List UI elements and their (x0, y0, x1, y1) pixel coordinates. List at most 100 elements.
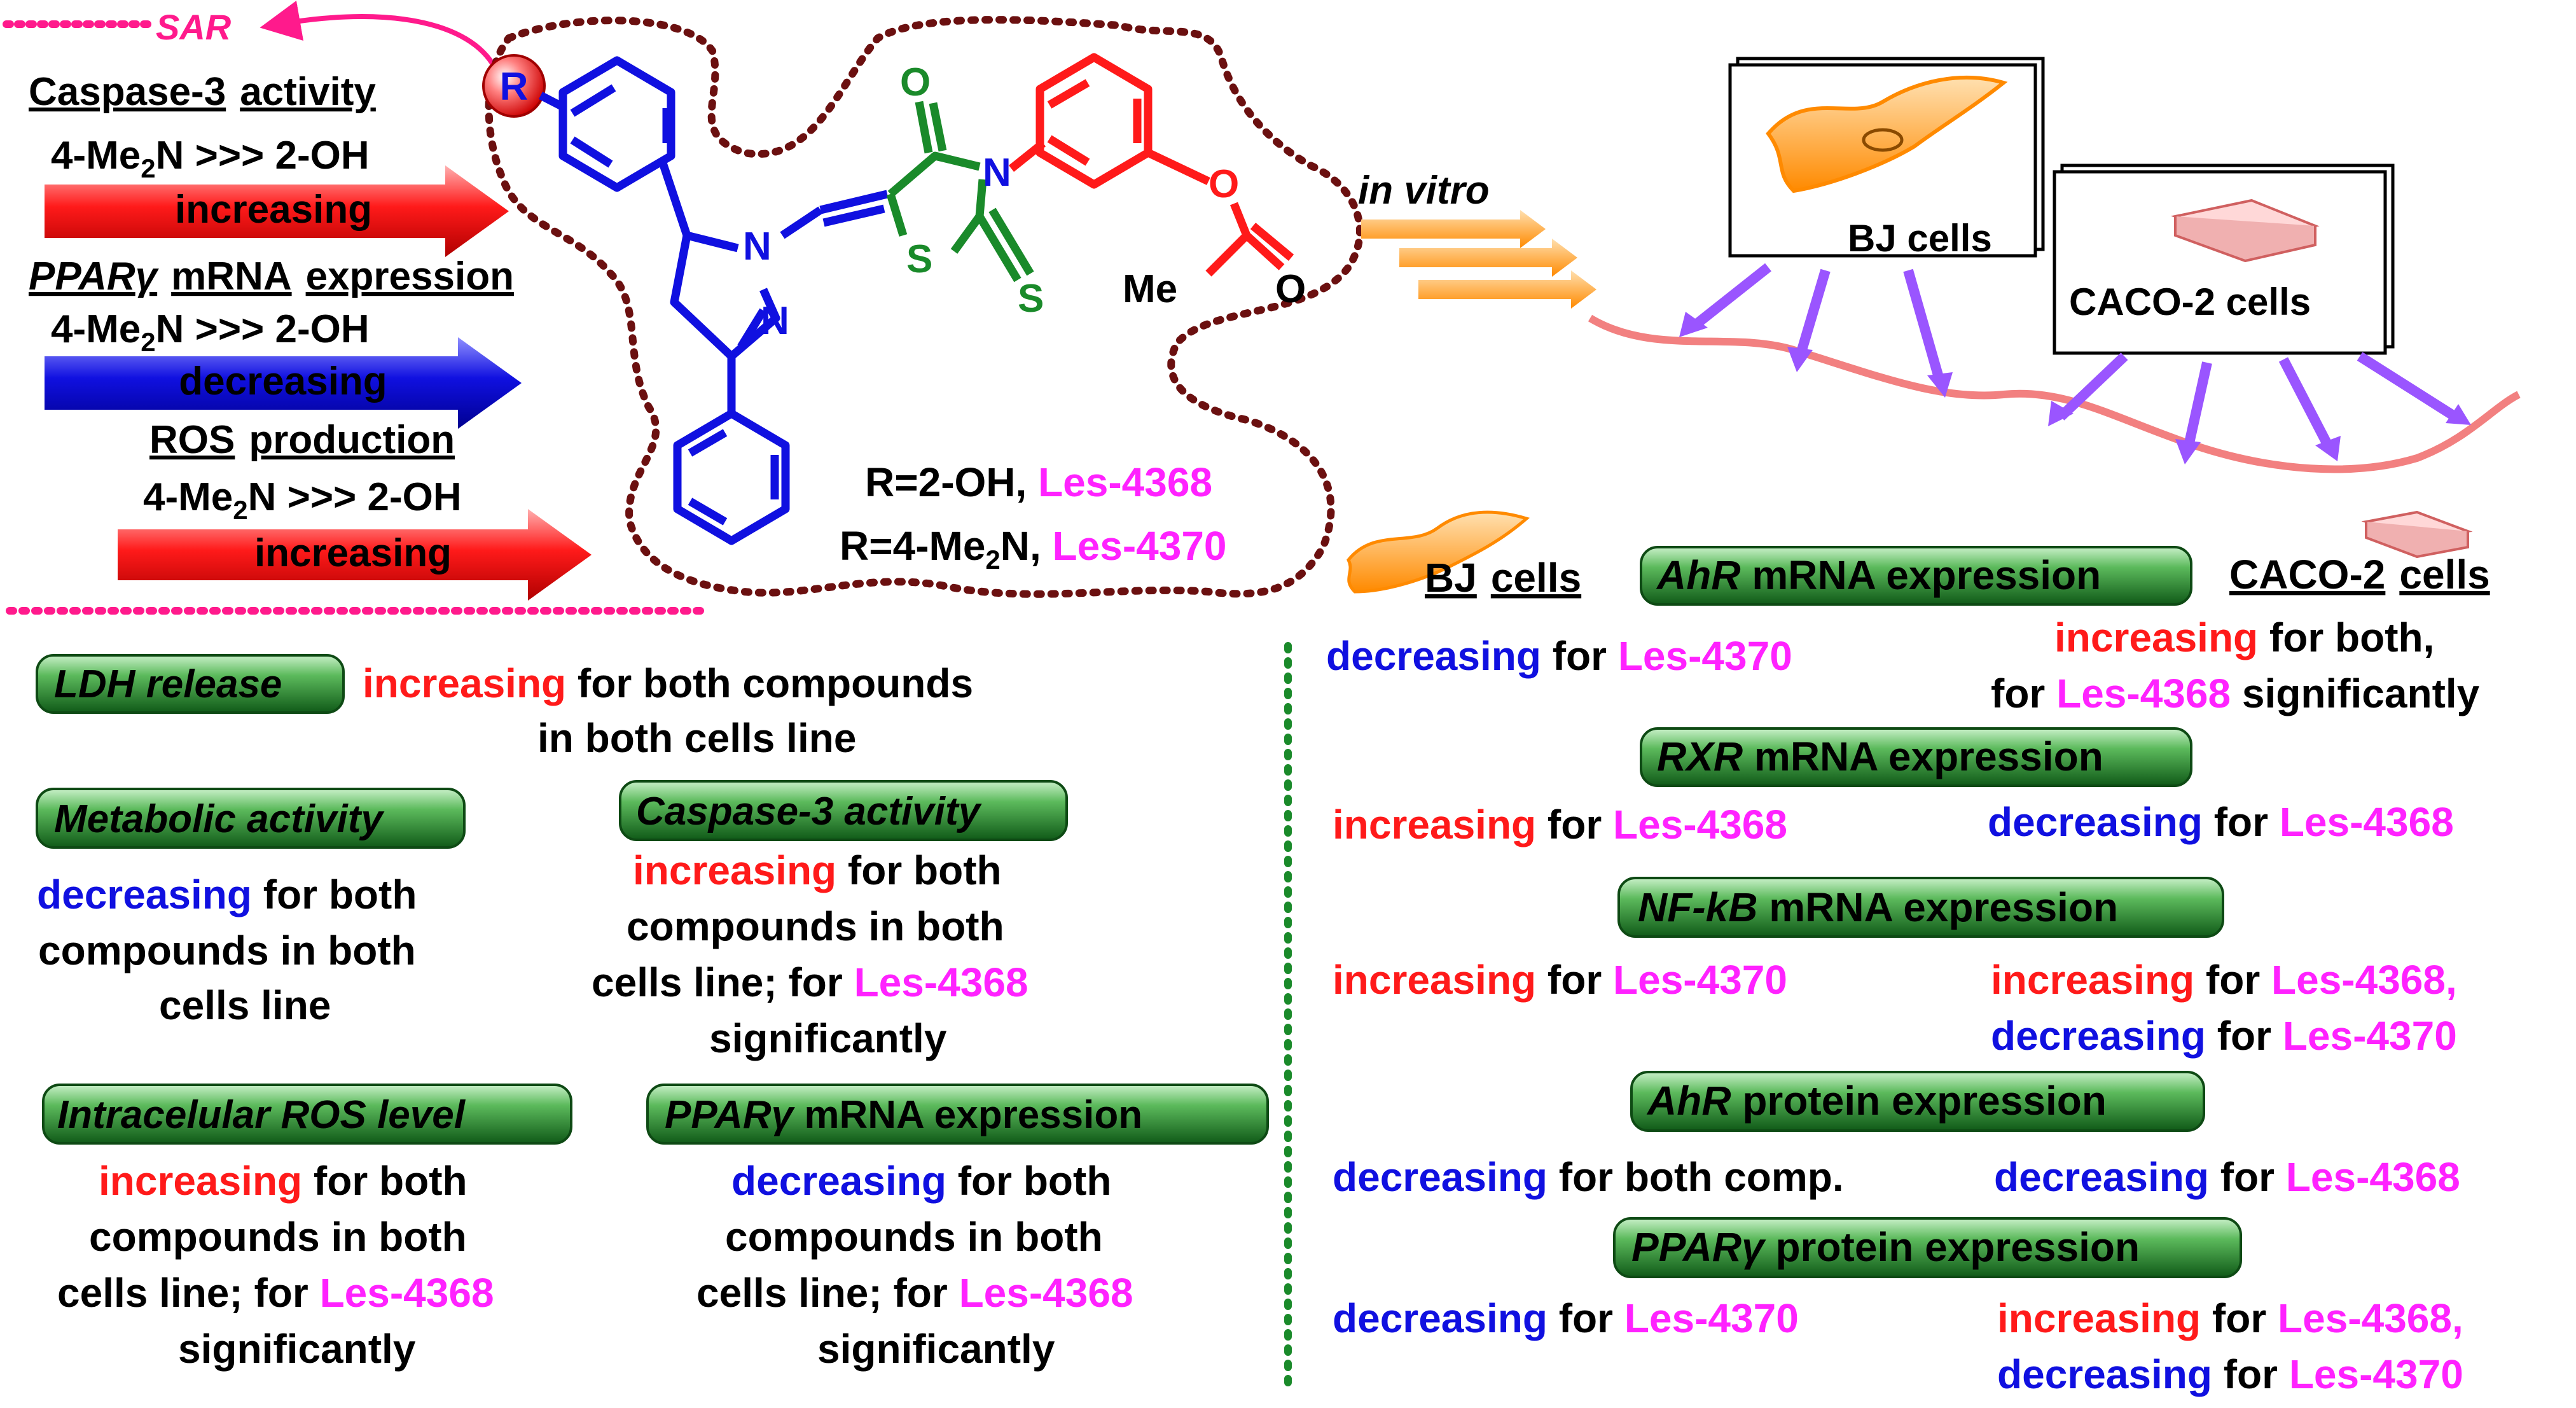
caspase-line4: significantly (709, 1015, 947, 1061)
ros-label: Intracelular ROS level (57, 1093, 466, 1137)
metabolic-line2: compounds in both (38, 928, 416, 973)
pyrazoline-n1: N (743, 225, 772, 268)
acetyl-methyl: Me (1123, 267, 1177, 311)
ros-badge (42, 1084, 572, 1145)
rxr-mrna-label: RXR mRNA expression (1657, 734, 2103, 779)
in-vitro-label: in vitro (1358, 169, 1490, 213)
ldh-line2: in both cells line (537, 715, 856, 761)
metabolic-line3: cells line (159, 982, 331, 1028)
caspase-badge (619, 780, 1068, 841)
sar-curved-arrow (260, 0, 499, 71)
caco2-cells-label: CACO-2 cells (2069, 281, 2311, 323)
aryl-acetate-ring (1008, 53, 1294, 277)
ahr-protein-badge (1630, 1071, 2205, 1132)
ros-line2: compounds in both (89, 1214, 467, 1260)
ppar-protein-caco-1: increasing for Les-4368, (1997, 1295, 2463, 1341)
caspase-label: Caspase-3 activity (636, 790, 983, 833)
metabolic-badge (36, 788, 466, 849)
ldh-badge (36, 654, 345, 714)
ester-oxygen: O (1208, 162, 1239, 206)
left-results-panel: LDH release increasing for both compound… (36, 654, 1269, 1372)
nfkb-mrna-label: NF-kB mRNA expression (1638, 884, 2118, 930)
rhodanine-nitrogen: N (983, 151, 1011, 195)
r-label: R (500, 65, 529, 109)
ppar-protein-bj: decreasing for Les-4370 (1333, 1295, 1799, 1341)
ahr-mrna-bj: decreasing for Les-4370 (1326, 633, 1792, 679)
ros-line1: increasing for both (99, 1158, 467, 1204)
lower-phenyl-ring (673, 409, 790, 545)
ppar-protein-label: PPARγ protein expression (1631, 1224, 2140, 1270)
ldh-label: LDH release (54, 662, 282, 706)
ppar-protein-badge (1613, 1217, 2242, 1278)
ppar-protein-caco-2: decreasing for Les-4370 (1997, 1351, 2463, 1397)
sar-order-3: 4-Me2N >>> 2-OH (143, 475, 462, 525)
methylidene-bridge (780, 190, 889, 239)
rxr-mrna-caco: decreasing for Les-4368 (1988, 799, 2454, 845)
variant-les-4368: R=2-OH, Les-4368 (865, 459, 1212, 505)
ppar-label: PPARγ mRNA expression (665, 1093, 1142, 1137)
rxr-mrna-badge (1640, 727, 2192, 787)
carbonyl-oxygen: O (1275, 267, 1306, 311)
ahr-mrna-caco-1: increasing for both, (2054, 615, 2434, 660)
chemical-structure: R N N (482, 16, 1364, 598)
rhodanine-oxygen: O (900, 60, 931, 104)
sar-title: SAR (156, 7, 232, 47)
caspase-line2: compounds in both (627, 903, 1004, 949)
metabolic-line1: decreasing for both (37, 872, 417, 917)
rxr-mrna-bj: increasing for Les-4368 (1333, 802, 1787, 847)
nfkb-mrna-caco-2: decreasing for Les-4370 (1991, 1013, 2457, 1059)
bj-cells-box: BJ cells (1728, 57, 2045, 260)
sar-order-2: 4-Me2N >>> 2-OH (51, 307, 370, 357)
sar-trend-1: increasing (175, 188, 372, 232)
bj-cells-label: BJ cells (1848, 217, 1992, 260)
sar-arrow-blue (45, 337, 522, 429)
fibroblast-cell-icon (1766, 75, 2008, 193)
ahr-protein-label: AhR protein expression (1646, 1078, 2107, 1124)
purple-arrow-heads (1679, 312, 2471, 464)
rhodanine-thione-sulfur: S (1018, 277, 1044, 321)
orange-arrows (1361, 210, 1596, 309)
nfkb-mrna-badge (1617, 877, 2224, 938)
sar-trend-3: increasing (254, 531, 452, 575)
ppar-line2: compounds in both (725, 1214, 1103, 1260)
ppar-line1: decreasing for both (731, 1158, 1111, 1204)
caspase-line3: cells line; for Les-4368 (592, 959, 1028, 1005)
nfkb-mrna-caco-1: increasing for Les-4368, (1991, 957, 2457, 1003)
sar-arrow-red-1 (45, 165, 509, 257)
ahr-mrna-caco-2: for Les-4368 significantly (1991, 671, 2480, 716)
caspase-line1: increasing for both (633, 847, 1002, 893)
caco2-cells-box: CACO-2 cells (2053, 164, 2395, 355)
ahr-mrna-label: AhR mRNA expression (1656, 552, 2101, 598)
in-vitro-section: in vitro BJ cells CACO-2 cells (1358, 57, 2521, 473)
pyrazoline-ring (670, 231, 780, 414)
metabolic-label: Metabolic activity (54, 797, 385, 841)
bj-small-icon (1347, 510, 1530, 594)
scaffold-outline (485, 16, 1364, 598)
ahr-protein-caco: decreasing for Les-4368 (1994, 1154, 2460, 1200)
rhodanine-ring (886, 101, 1034, 282)
sar-order-1: 4-Me2N >>> 2-OH (51, 134, 370, 183)
ahr-mrna-badge (1640, 546, 2192, 606)
ldh-line1: increasing for both compounds (363, 660, 973, 706)
variant-les-4370: R=4-Me2N, Les-4370 (840, 523, 1227, 575)
sar-trend-2: decreasing (179, 359, 387, 403)
pyrazoline-n2: N (761, 299, 789, 343)
ppar-badge (646, 1084, 1269, 1145)
upper-phenyl-ring (539, 56, 691, 237)
ppar-line3: cells line; for Les-4368 (696, 1270, 1133, 1316)
rhodanine-ring-sulfur: S (906, 237, 932, 281)
ahr-protein-bj: decreasing for both comp. (1333, 1154, 1844, 1200)
ros-line3: cells line; for Les-4368 (57, 1270, 494, 1316)
ros-line4: significantly (178, 1326, 416, 1372)
r-substituent-ball (482, 54, 546, 118)
ppar-line4: significantly (817, 1326, 1055, 1372)
